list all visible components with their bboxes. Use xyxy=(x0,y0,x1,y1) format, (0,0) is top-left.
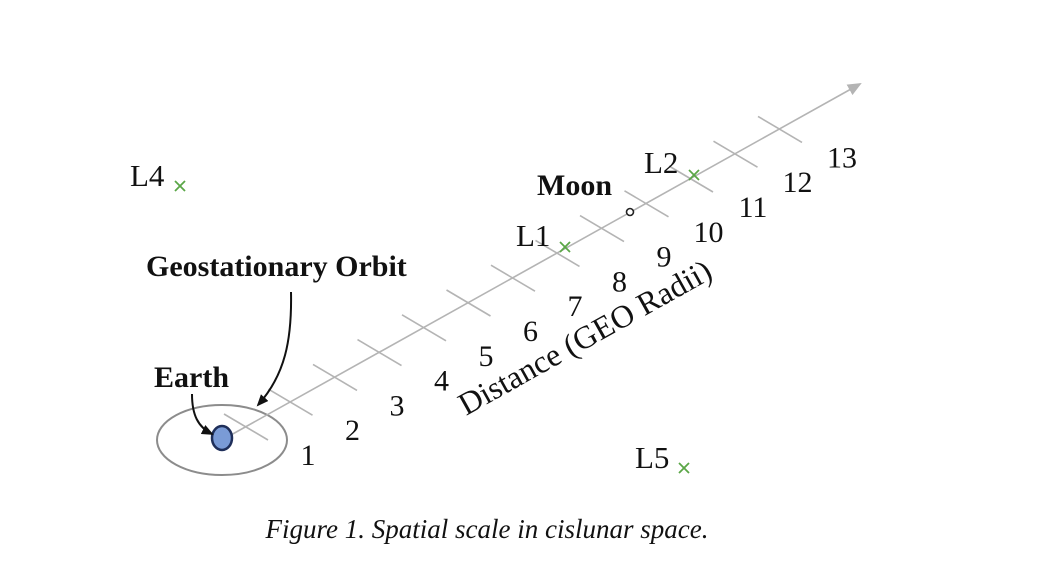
earth-icon xyxy=(210,424,234,452)
axis-tick-label: 12 xyxy=(783,166,813,199)
axis-tick-label: 3 xyxy=(390,389,405,422)
l1-marker xyxy=(559,241,571,253)
axis-tick xyxy=(223,413,269,441)
axis-tick xyxy=(579,214,625,243)
axis-title: Distance (GEO Radii) xyxy=(452,252,718,422)
axis-tick-label: 4 xyxy=(434,365,449,398)
axis-tick xyxy=(624,190,669,218)
axis-tick xyxy=(268,388,313,416)
l4-marker xyxy=(174,180,186,192)
axis-tick xyxy=(446,289,491,317)
axis-tick-label: 13 xyxy=(827,141,857,174)
geo-orbit-pointer-arrow xyxy=(256,291,293,407)
axis-tick-label: 11 xyxy=(739,191,768,224)
l2-label: L2 xyxy=(644,145,678,180)
axis-tick-label: 5 xyxy=(479,340,494,373)
axis-tick-label: 7 xyxy=(568,290,583,323)
l5-label: L5 xyxy=(635,440,669,475)
geostationary-orbit-ellipse xyxy=(156,404,288,476)
figure-caption: Figure 1. Spatial scale in cislunar spac… xyxy=(265,514,709,544)
axis-tick-label: 2 xyxy=(345,414,360,447)
moon-icon xyxy=(625,207,635,217)
l4-label: L4 xyxy=(130,158,165,193)
moon-label: Moon xyxy=(537,169,612,202)
axis-tick xyxy=(357,338,402,367)
earth-label: Earth xyxy=(154,361,229,394)
axis-tick-label: 10 xyxy=(694,216,724,249)
l1-label: L1 xyxy=(516,218,550,253)
axis-tick xyxy=(490,264,536,292)
axis-tick xyxy=(312,363,358,392)
axis-tick xyxy=(401,314,447,342)
l2-marker xyxy=(688,169,700,181)
axis-tick-label: 9 xyxy=(657,241,672,274)
l5-marker xyxy=(678,462,690,474)
distance-axis xyxy=(221,83,862,441)
axis-tick xyxy=(713,140,758,168)
axis-tick-label: 1 xyxy=(301,439,316,472)
earth-pointer-arrow xyxy=(191,393,214,435)
axis-tick-label: 6 xyxy=(523,315,538,348)
axis-tick xyxy=(757,115,803,144)
geo-orbit-label: Geostationary Orbit xyxy=(146,250,407,283)
axis-tick-label: 8 xyxy=(612,265,627,298)
axis-tick xyxy=(535,239,580,268)
